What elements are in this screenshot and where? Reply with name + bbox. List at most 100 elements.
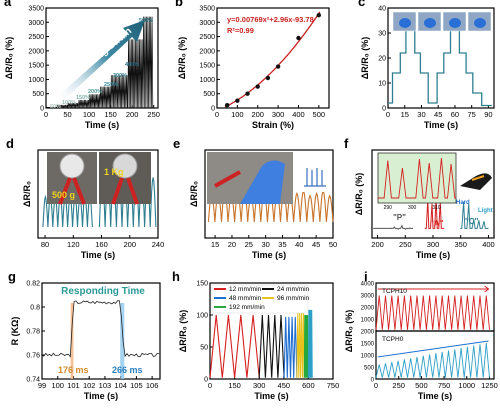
x-tick-label: 25	[245, 240, 253, 249]
x-axis-label: Strain (%)	[252, 120, 294, 130]
y-tick-label: 2000	[361, 306, 375, 312]
axes-frame	[45, 7, 159, 109]
panel-letter: e	[173, 136, 180, 151]
label-p: "P"	[393, 213, 406, 222]
x-tick-label: 0	[374, 381, 378, 390]
y-tick-label: 3500	[199, 6, 215, 13]
panel-letter: c	[358, 0, 365, 9]
x-tick-label: 400	[292, 110, 305, 119]
annotation-responding-time: Responding Time	[61, 286, 145, 297]
y-tick-label: 2000	[199, 48, 215, 55]
legend-label: 192 mm/min	[229, 304, 265, 311]
y-tick-label: 20	[378, 56, 386, 63]
x-tick-label: 0	[215, 110, 219, 119]
inset-tick-label: 310	[432, 205, 441, 211]
data-point	[255, 84, 260, 89]
rise-band	[70, 303, 74, 379]
y-tick-label: 0	[371, 378, 375, 384]
x-tick-label: 100	[51, 381, 64, 390]
x-tick-label: 50	[329, 240, 337, 249]
device-sketch	[300, 162, 330, 192]
inset-tick-label: 290	[384, 205, 393, 211]
y-axis-label: ΔR/R₀	[22, 181, 32, 207]
x-tick-label: 750	[438, 381, 451, 390]
x-tick-label: 104	[114, 381, 127, 390]
y-axis-label: ΔR/R₀ (%)	[360, 37, 370, 80]
y-axis-label: ΔR/R₀ (%)	[344, 310, 354, 353]
strain-trace	[46, 16, 155, 109]
rate-trace	[283, 316, 298, 378]
inset-tick-label: 300	[408, 205, 417, 211]
legend-label: 24 mm/min	[277, 286, 310, 293]
step-label: 150%	[76, 95, 90, 101]
weight-disk	[59, 153, 85, 179]
y-tick-label: 3500	[28, 6, 44, 13]
data-point	[235, 98, 240, 103]
legend-label: 96 mm/min	[277, 295, 310, 302]
data-point	[316, 12, 322, 18]
step-label: 80%	[50, 104, 61, 110]
x-tick-label: 120	[67, 240, 80, 249]
x-tick-label: 15	[211, 240, 219, 249]
rise-time-label: 176 ms	[58, 365, 89, 375]
fit-equation: y=0.00769x²+2.96x-93.78	[227, 15, 314, 24]
y-tick-label: 500	[203, 91, 215, 98]
panel-letter: i	[364, 269, 368, 284]
resistance-trace	[41, 300, 160, 358]
x-tick-label: 150	[228, 381, 241, 390]
panel-letter: h	[172, 269, 180, 284]
rate-trace	[296, 313, 305, 378]
x-tick-label: 450	[278, 381, 291, 390]
x-tick-label: 30	[261, 240, 269, 249]
rate-trace	[209, 314, 260, 378]
step-label: 200%	[88, 89, 102, 95]
grip-tool	[214, 170, 241, 188]
fit-curve	[224, 11, 321, 108]
panel-letter: g	[8, 269, 16, 284]
axes-frame	[209, 282, 334, 380]
finger-sketch	[460, 173, 492, 190]
label-hard: Hard	[456, 200, 470, 206]
y-tick-label: 1000	[199, 77, 215, 84]
y-tick-label: 2000	[361, 330, 375, 336]
axes-frame	[216, 7, 330, 109]
y-tick-label: 1500	[361, 342, 375, 348]
x-tick-label: 500	[415, 381, 428, 390]
x-tick-label: 240	[152, 240, 165, 249]
letter-trace	[424, 197, 445, 229]
x-tick-label: 75	[468, 110, 476, 119]
y-tick-label: 1000	[361, 318, 375, 324]
x-tick-label: 350	[454, 240, 467, 249]
y-tick-label: 2500	[28, 34, 44, 41]
x-tick-label: 45	[434, 110, 442, 119]
x-tick-label: 20	[228, 240, 236, 249]
y-tick-label: 3000	[199, 20, 215, 27]
y-tick-label: 1000	[28, 77, 44, 84]
panel-letter: d	[6, 136, 14, 151]
fall-band	[120, 303, 125, 379]
axes-frame	[204, 149, 334, 239]
y-tick-label: 1500	[28, 63, 44, 70]
x-tick-label: 103	[99, 381, 112, 390]
weight-disk	[112, 153, 138, 179]
y-tick-label: 0	[211, 106, 215, 113]
y-axis-label: R (KΩ)	[10, 317, 20, 346]
trend-arrow-bottom	[377, 340, 489, 358]
x-tick-label: 30	[417, 110, 425, 119]
x-tick-label: 250	[147, 110, 160, 119]
x-tick-label: 160	[95, 240, 108, 249]
x-tick-label: 1000	[458, 381, 475, 390]
x-tick-label: 50	[63, 110, 71, 119]
y-tick-label: 0	[204, 377, 208, 384]
series-name-top: TCPH10	[382, 288, 407, 295]
rate-trace	[303, 314, 309, 378]
x-tick-label: 40	[295, 240, 303, 249]
fit-r2: R²=0.99	[227, 26, 254, 35]
device-pillars	[304, 168, 326, 187]
y-tick-label: 4000	[361, 282, 375, 288]
increasing-arrow	[58, 20, 145, 100]
y-axis-label: ΔR/R₀ (%)	[177, 37, 187, 80]
